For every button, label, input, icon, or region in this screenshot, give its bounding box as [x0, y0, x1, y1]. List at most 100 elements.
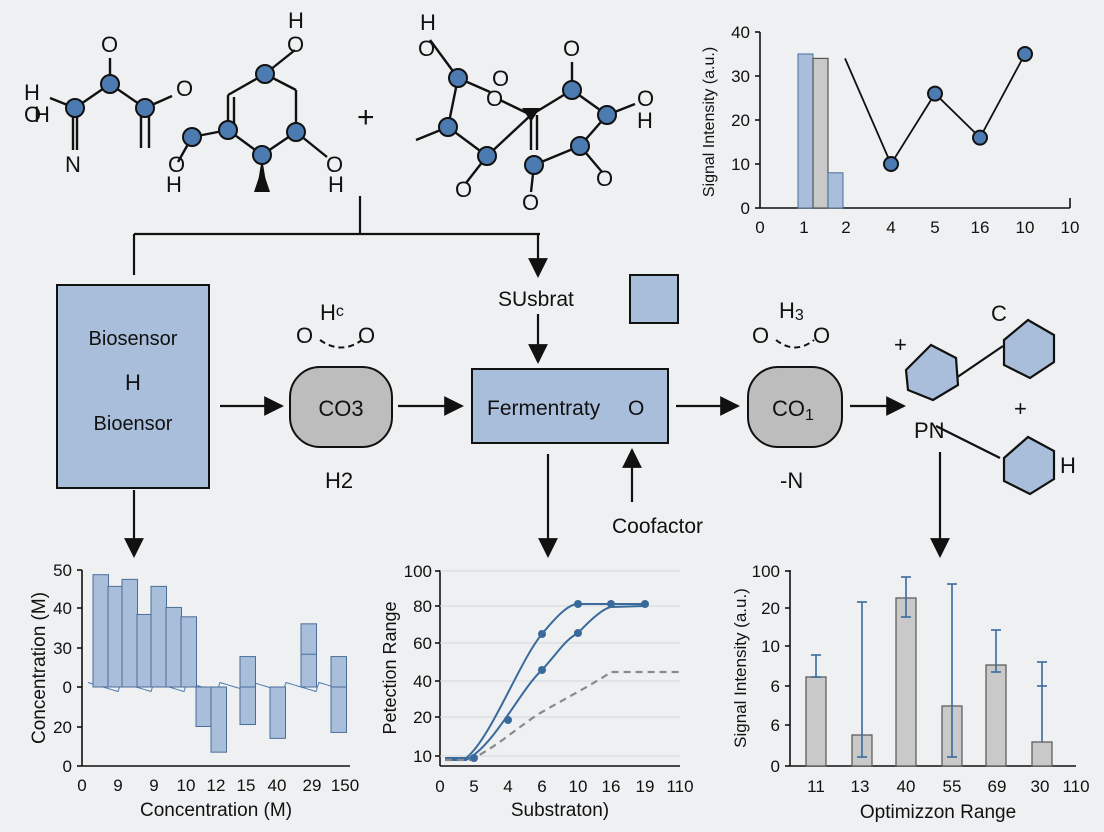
series-line	[844, 53, 1026, 166]
atom-label: H	[24, 80, 40, 105]
co1-left-o: O	[752, 323, 769, 348]
x-axis-label: Concentration (M)	[140, 800, 292, 821]
x-tick-label: 150	[331, 776, 359, 795]
x-tick-label: 40	[897, 777, 916, 796]
x-tick-label: 19	[636, 777, 655, 796]
co3-top-formula: Hc	[320, 300, 344, 325]
y-tick-label: 60	[413, 634, 432, 653]
x-tick-label: 110	[1062, 777, 1089, 796]
series-line	[445, 603, 645, 759]
co1-node[interactable]	[747, 366, 843, 448]
atom-label: O	[24, 102, 41, 127]
bar	[330, 686, 347, 733]
data-point	[607, 600, 615, 608]
bar	[827, 172, 844, 209]
y-tick-label: 100	[404, 562, 432, 581]
atom-label: O	[455, 177, 472, 202]
atom-label: H	[288, 8, 304, 33]
y-tick-label: 10	[413, 747, 432, 766]
product-plus-1: +	[894, 332, 907, 357]
x-tick-label: 10	[1016, 218, 1035, 237]
atom-label: O	[176, 76, 193, 101]
y-axis-label: Concentration (M)	[29, 592, 50, 744]
substrate-label: SUsbrat	[498, 288, 574, 311]
bar	[195, 686, 212, 727]
y-tick-label: 0	[771, 757, 780, 776]
bar	[797, 53, 814, 209]
x-tick-label: 5	[930, 218, 939, 237]
left-molecule-labels: H O O O H H O N O H O H	[24, 8, 344, 197]
x-tick-label: 10	[177, 776, 196, 795]
y-tick-label: 30	[731, 67, 750, 86]
bar	[805, 676, 827, 767]
co3-bottom-formula: H2	[325, 468, 353, 493]
bond-arc	[319, 339, 363, 349]
y-tick-label: 6	[771, 716, 780, 735]
y-tick-label: 40	[413, 672, 432, 691]
plus-sign: +	[357, 101, 375, 134]
substrate-square	[629, 274, 679, 324]
bar	[985, 664, 1007, 767]
bar	[180, 616, 197, 688]
bioensor-label: Bioensor	[94, 413, 173, 435]
y-tick-label: 0	[63, 678, 72, 697]
y-tick-label: 40	[53, 599, 72, 618]
product-h-label: H	[1060, 453, 1076, 478]
atom-label: O	[326, 152, 343, 177]
y-tick-label: 100	[752, 562, 780, 581]
data-point	[470, 754, 478, 762]
product-hexagon	[1002, 435, 1056, 496]
y-tick-label: 20	[413, 708, 432, 727]
product-c-label: C	[991, 301, 1007, 326]
data-point	[641, 600, 649, 608]
co3-left-o: O	[296, 323, 313, 348]
series-line-dashed	[445, 670, 680, 762]
y-tick-label: 50	[53, 561, 72, 580]
x-tick-label: 6	[537, 777, 546, 796]
atom-label: H	[328, 172, 344, 197]
co1-top-formula: H3	[779, 298, 804, 324]
x-tick-label: 0	[435, 777, 444, 796]
atom-label: O	[418, 36, 435, 61]
atom-label: O	[287, 32, 304, 57]
x-tick-label: 4	[503, 777, 512, 796]
co3-node[interactable]	[289, 366, 393, 448]
bar	[92, 574, 109, 688]
y-tick-label: 0	[741, 199, 750, 218]
x-axis-label: Optimizzon Range	[860, 802, 1016, 823]
x-axis-label: Substraton)	[511, 800, 609, 821]
atom-label: O	[486, 86, 503, 111]
bar	[300, 653, 317, 688]
x-tick-label: 9	[113, 776, 122, 795]
x-tick-label: 29	[303, 776, 322, 795]
x-tick-label: 1	[799, 218, 808, 237]
data-point	[883, 156, 899, 172]
co1-bottom-formula: -N	[780, 468, 803, 493]
x-tick-label: 0	[77, 776, 86, 795]
bar	[136, 613, 153, 688]
y-tick-label: 10	[761, 637, 780, 656]
atom-label: O	[168, 152, 185, 177]
bond-arc	[775, 339, 815, 349]
bar	[165, 606, 182, 688]
stereo-wedge-icon	[522, 108, 540, 122]
bar	[121, 578, 138, 688]
co3-right-o: O	[358, 323, 375, 348]
data-point	[574, 629, 582, 637]
atom-label: O	[101, 32, 118, 57]
cofactor-label: Coofactor	[612, 515, 703, 538]
right-molecule-labels: H O O O O O H O O O	[418, 10, 654, 215]
x-tick-label: 13	[851, 777, 870, 796]
y-tick-label: 10	[731, 155, 750, 174]
x-tick-label: 12	[207, 776, 226, 795]
data-point	[574, 600, 582, 608]
biosensor-box[interactable]	[56, 284, 210, 489]
data-point	[538, 666, 546, 674]
fermentraty-box[interactable]	[471, 368, 669, 444]
x-tick-label: 4	[886, 218, 895, 237]
co1-right-o: O	[813, 323, 830, 348]
flow-connectors	[124, 196, 1004, 558]
y-tick-label: 30	[53, 639, 72, 658]
